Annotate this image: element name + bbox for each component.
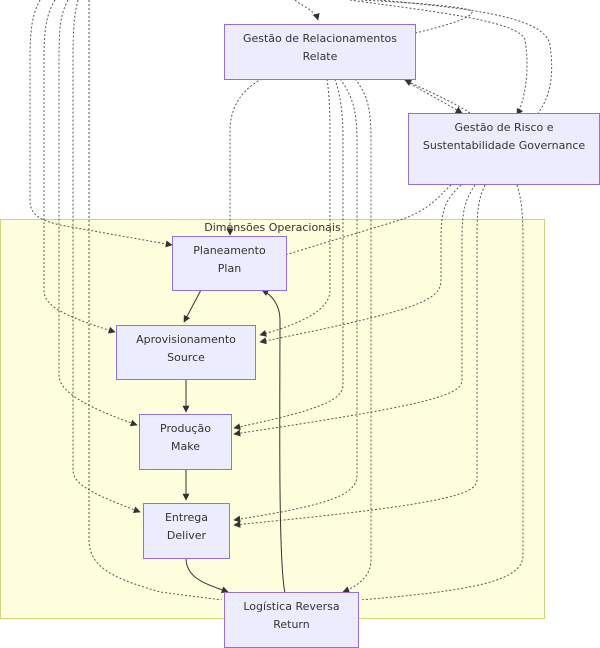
node-deliver-line2: Deliver	[166, 529, 207, 542]
node-return-line2: Return	[273, 618, 310, 631]
edge-gov-deliver	[233, 184, 486, 528]
node-plan-line1: Planeamento	[193, 244, 266, 257]
edge-plan-source	[183, 289, 202, 323]
edge-gov-source	[259, 184, 462, 345]
edge-relate-governance	[402, 78, 463, 114]
node-make[interactable]: Produção Make	[139, 414, 232, 470]
edge-left-1	[29, 0, 173, 248]
node-plan-line2: Plan	[217, 262, 242, 275]
node-relate-line2: Relate	[302, 50, 338, 63]
node-relate[interactable]: Gestão de Relacionamentos Relate	[224, 24, 416, 80]
cluster-label: Dimensões Operacionais	[204, 221, 341, 234]
edge-left-5	[88, 0, 223, 600]
node-make-line2: Make	[171, 440, 200, 453]
edge-deliver-return	[185, 557, 229, 593]
node-deliver-line1: Entrega	[164, 511, 208, 524]
node-governance-line1: Gestão de Risco e	[454, 121, 554, 134]
node-make-line1: Produção	[160, 422, 211, 435]
node-deliver[interactable]: Entrega Deliver	[143, 503, 230, 559]
node-return[interactable]: Logística Reversa Return	[224, 592, 359, 648]
node-source-line2: Source	[167, 351, 205, 364]
edge-relate-source	[259, 78, 331, 337]
edge-relate-deliver	[233, 78, 358, 523]
node-relate-line1: Gestão de Relacionamentos	[242, 32, 398, 45]
edge-left-3	[58, 0, 138, 427]
edge-gov-make	[233, 184, 476, 437]
edge-governance-relate	[404, 79, 471, 114]
node-source[interactable]: Aprovisionamento Source	[116, 325, 256, 380]
node-return-line1: Logística Reversa	[243, 600, 340, 613]
node-source-line1: Aprovisionamento	[136, 333, 236, 346]
edge-top-right-gov1	[349, 0, 528, 116]
edges-layer	[29, 0, 553, 600]
node-plan[interactable]: Planeamento Plan	[172, 236, 287, 291]
edge-relate-right-top	[359, 0, 473, 34]
node-governance-line2: Sustentabilidade Governance	[422, 139, 586, 152]
edge-left-4	[72, 0, 141, 514]
edge-relate-plan	[226, 78, 263, 236]
edge-top-right-gov2	[379, 0, 553, 114]
edge-return-plan	[261, 289, 286, 594]
edge-left-2	[43, 0, 116, 334]
edge-relate-return	[342, 78, 372, 593]
edge-relate-make	[233, 78, 344, 431]
edge-top-relate	[294, 0, 320, 21]
edge-gov-plan	[261, 184, 452, 264]
node-governance[interactable]: Gestão de Risco e Sustentabilidade Gover…	[408, 113, 600, 185]
